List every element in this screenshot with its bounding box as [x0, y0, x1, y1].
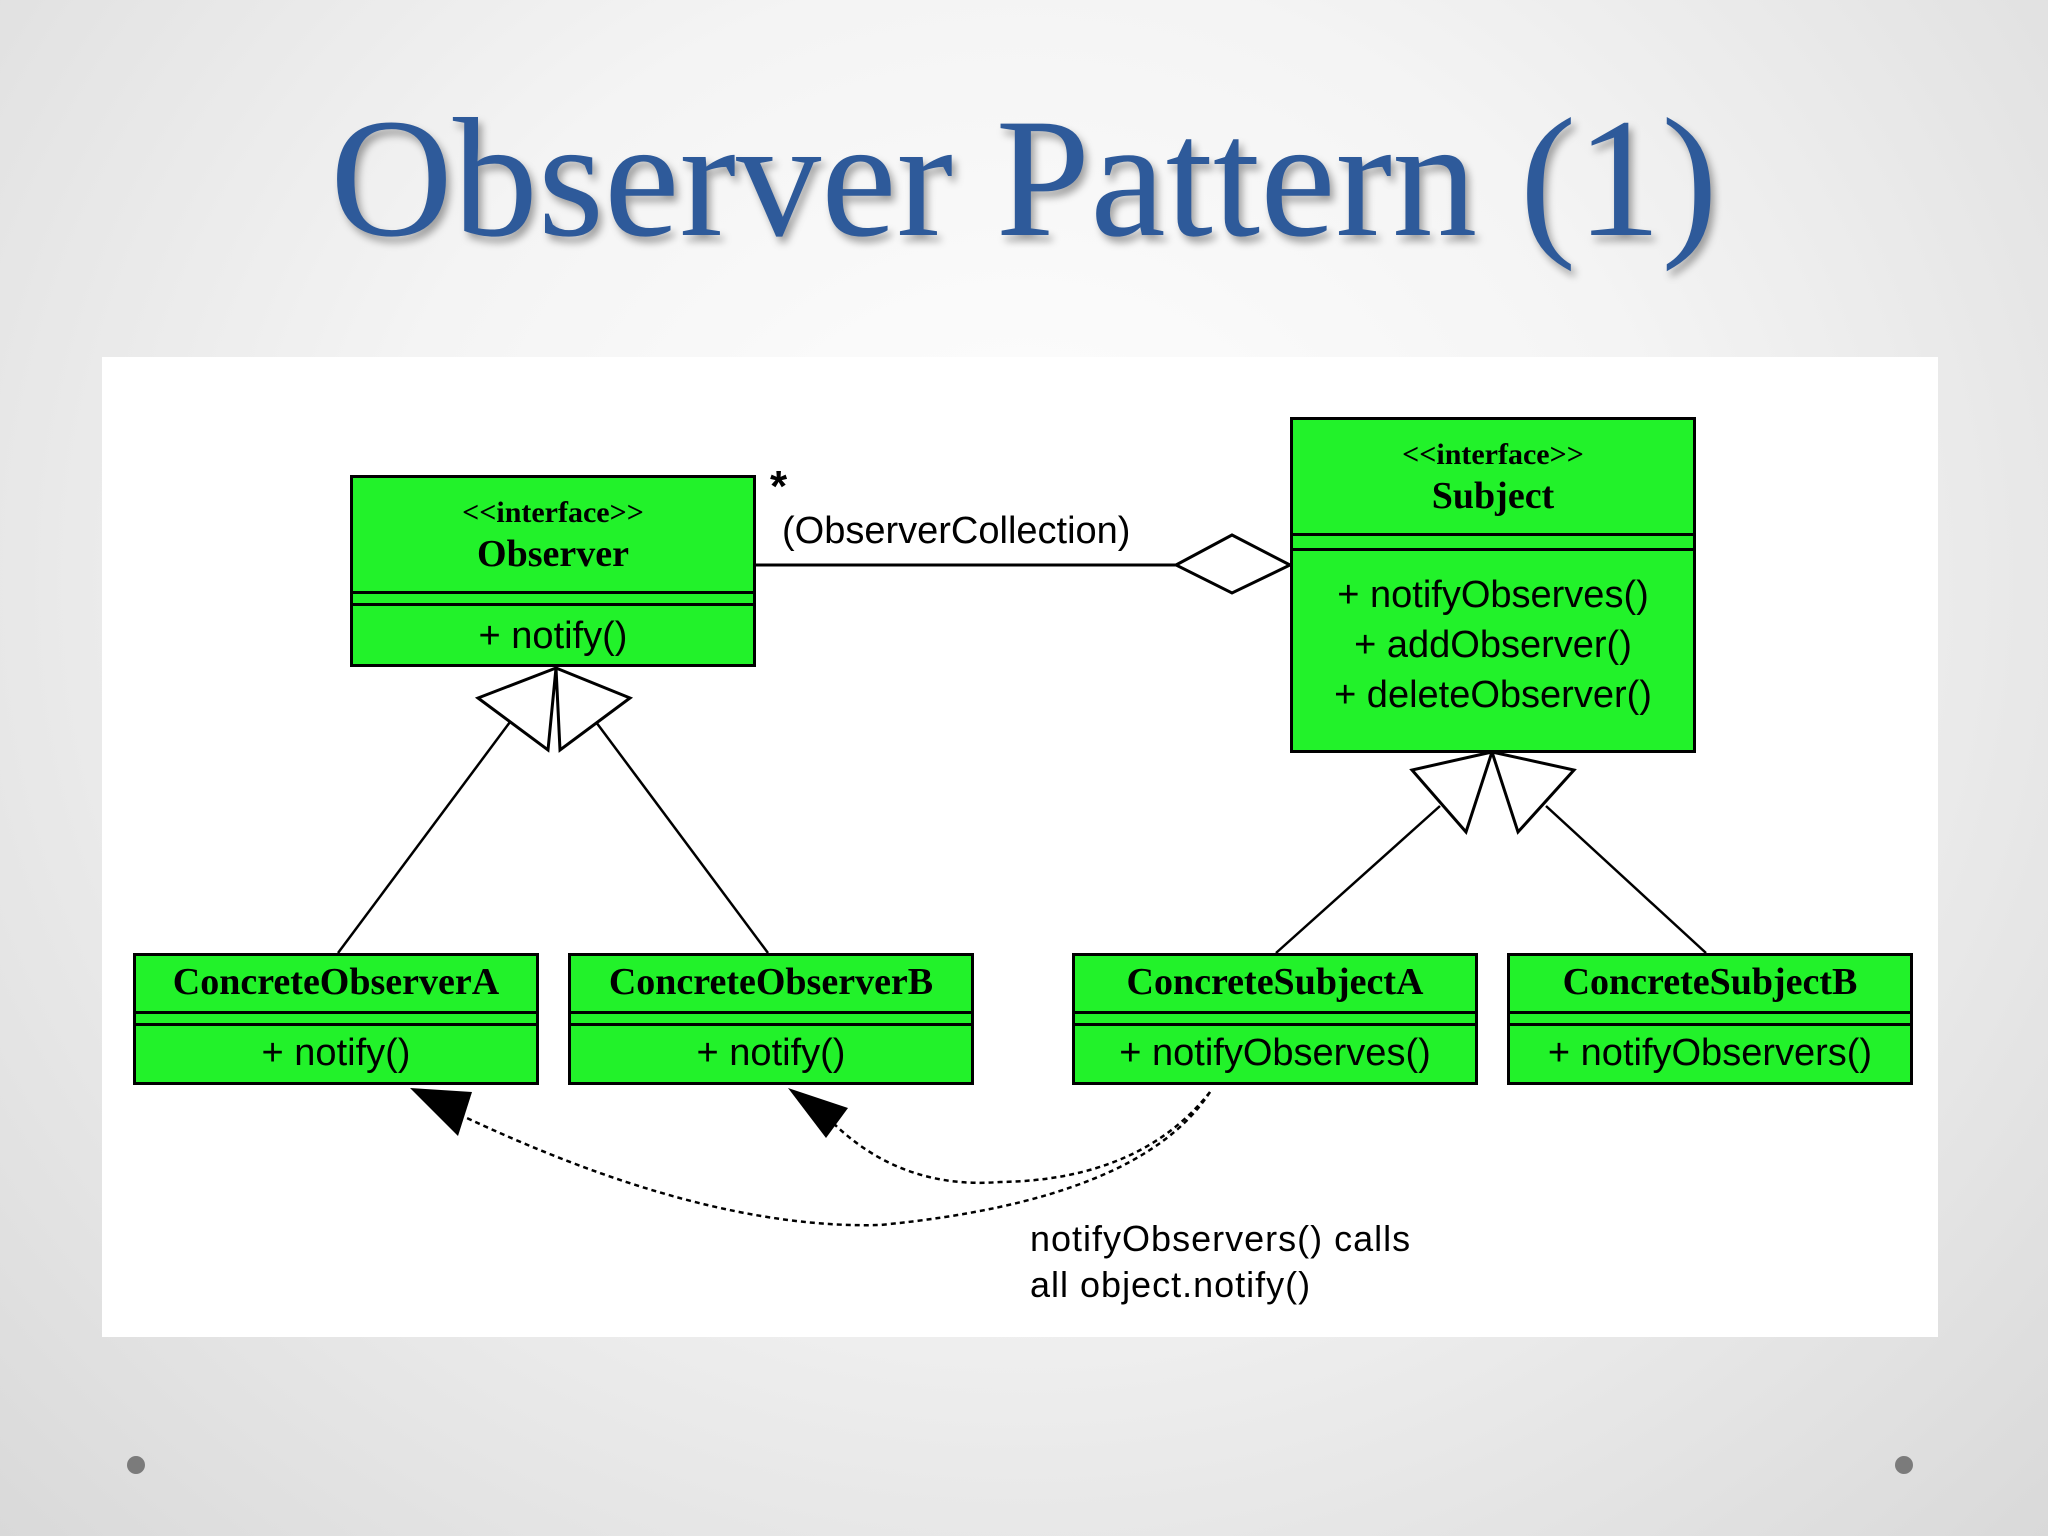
observer-interface-class: <<interface>> Observer + notify(): [350, 475, 756, 667]
concrete-observer-a-method: + notify(): [261, 1032, 411, 1074]
subject-interface-class: <<interface>> Subject + notifyObserves()…: [1290, 417, 1696, 753]
subject-method-add: + addObserver(): [1354, 624, 1632, 666]
notify-arrowhead-b: [788, 1088, 848, 1138]
notify-call-line-b: [829, 1091, 1211, 1184]
observer-method: + notify(): [478, 615, 628, 657]
inheritance-arrow-subject-left: [1409, 749, 1495, 835]
subject-stereotype: <<interface>>: [1402, 438, 1584, 471]
inheritance-line-observer-b: [594, 721, 770, 954]
subject-class-name: Subject: [1431, 475, 1555, 517]
observer-stereotype: <<interface>>: [462, 496, 644, 529]
concrete-subject-a-name: ConcreteSubjectA: [1126, 961, 1424, 1003]
notify-call-line-a: [449, 1091, 1212, 1227]
concrete-subject-a-class: ConcreteSubjectA + notifyObserves(): [1072, 953, 1478, 1085]
inheritance-line-subject-a: [1275, 805, 1441, 954]
subject-method-delete: + deleteObserver(): [1334, 674, 1652, 716]
subject-method-notify: + notifyObserves(): [1337, 574, 1649, 616]
concrete-observer-a-class: ConcreteObserverA + notify(): [133, 953, 539, 1085]
slide-decor-dot-right: [1895, 1456, 1913, 1474]
inheritance-line-subject-b: [1545, 805, 1707, 954]
concrete-subject-a-method: + notifyObserves(): [1119, 1032, 1431, 1074]
aggregation-diamond: [1172, 533, 1294, 595]
notify-note-line-2: all object.notify(): [1030, 1264, 1312, 1305]
association-multiplicity: *: [770, 462, 788, 511]
slide-title: Observer Pattern (1): [330, 84, 1718, 272]
concrete-subject-b-name: ConcreteSubjectB: [1562, 961, 1858, 1003]
concrete-observer-b-class: ConcreteObserverB + notify(): [568, 953, 974, 1085]
association-label: (ObserverCollection): [782, 510, 1131, 552]
concrete-observer-b-name: ConcreteObserverB: [608, 961, 934, 1003]
concrete-subject-b-class: ConcreteSubjectB + notifyObservers(): [1507, 953, 1913, 1085]
notify-note-line-1: notifyObservers() calls: [1030, 1218, 1412, 1259]
concrete-observer-a-name: ConcreteObserverA: [172, 961, 500, 1003]
inheritance-arrow-observer-left: [474, 665, 558, 753]
slide-decor-dot-left: [127, 1456, 145, 1474]
concrete-subject-b-method: + notifyObservers(): [1547, 1032, 1873, 1074]
notify-arrowhead-a: [410, 1088, 472, 1136]
inheritance-arrow-subject-right: [1489, 749, 1577, 835]
inheritance-line-observer-a: [336, 721, 512, 954]
observer-class-name: Observer: [477, 533, 629, 575]
inheritance-arrow-observer-right: [554, 665, 634, 753]
concrete-observer-b-method: + notify(): [696, 1032, 846, 1074]
